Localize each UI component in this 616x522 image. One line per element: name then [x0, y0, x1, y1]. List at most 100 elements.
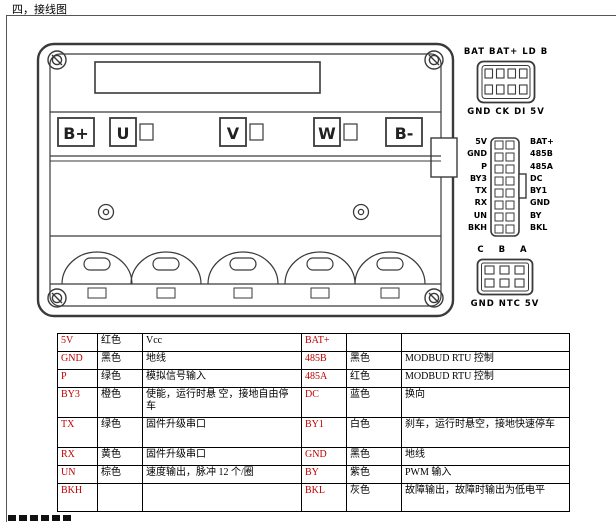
cell-description: 地线	[142, 351, 302, 370]
pin-label: BY1	[530, 186, 548, 196]
cell-wire-color: 红色	[97, 333, 143, 352]
pin-label: GND	[467, 149, 487, 159]
pin-label: BY3	[469, 173, 487, 183]
table-row: BKH BKL 灰色 故障输出，故障时输出为低电平	[57, 483, 570, 512]
screw-boss-icon	[97, 203, 370, 221]
cell-wire-color: 绿色	[97, 369, 143, 388]
cell-wire-color: 棕色	[97, 465, 143, 484]
hall-connector-bottom-label: GND NTC 5V	[470, 299, 540, 309]
side-connector-tab	[430, 137, 458, 178]
cell-signal: 485B	[301, 351, 347, 370]
signal-connector-icon	[490, 137, 527, 237]
table-row: BY3 橙色 使能，运行时悬 空，接地自由停车 DC 蓝色 换向	[57, 387, 570, 418]
cell-description: 地线	[401, 447, 570, 466]
cell-description: 模拟信号输入	[142, 369, 302, 388]
cell-wire-color	[346, 333, 402, 352]
cell-wire-color: 红色	[346, 369, 402, 388]
controller-drawing: B+ U V W B-	[36, 42, 458, 318]
cell-wire-color: 蓝色	[346, 387, 402, 418]
controller-outer-case	[36, 42, 455, 318]
cell-wire-color: 黑色	[97, 351, 143, 370]
cell-signal: BY1	[301, 417, 347, 448]
cell-signal: GND	[57, 351, 98, 370]
cell-description: MODBUD RTU 控制	[401, 351, 570, 370]
cell-wire-color	[97, 483, 143, 512]
screw-icon	[424, 288, 444, 308]
cell-signal: 5V	[57, 333, 98, 352]
pin-label: BAT+	[530, 137, 554, 146]
controller-inner-case	[49, 53, 442, 307]
table-row: TX 绿色 固件升级串口 BY1 白色 刹车，运行时悬空，接地快速停车	[57, 417, 570, 448]
table-row: 5V 红色 Vcc BAT+	[57, 333, 570, 352]
cell-description: MODBUD RTU 控制	[401, 369, 570, 388]
top-border-line	[6, 15, 616, 16]
screw-icon	[47, 288, 67, 308]
cell-description: 故障输出，故障时输出为低电平	[401, 483, 570, 512]
cell-signal: TX	[57, 417, 98, 448]
terminal-label-v: V	[227, 124, 240, 143]
cell-wire-color: 黑色	[346, 351, 402, 370]
pin-label: 485A	[530, 161, 553, 171]
cell-wire-color: 绿色	[97, 417, 143, 448]
cell-signal: BAT+	[301, 333, 347, 352]
table-row: P 绿色 模拟信号输入 485A 红色 MODBUD RTU 控制	[57, 369, 570, 388]
cell-description	[142, 483, 302, 512]
hall-connector-icon	[476, 258, 534, 296]
power-connector-bottom-label: GND CK DI 5V	[467, 107, 545, 117]
pin-label: TX	[475, 186, 487, 196]
pin-label: P	[481, 161, 487, 171]
cell-signal: GND	[301, 447, 347, 466]
power-connector-icon	[476, 60, 536, 104]
terminal-label-b-minus: B-	[395, 124, 414, 143]
screw-icon	[47, 50, 67, 70]
section-title: 四，接线图	[12, 4, 67, 16]
cell-signal: BKL	[301, 483, 347, 512]
clipped-text-fragment	[8, 515, 74, 521]
cell-signal: BY3	[57, 387, 98, 418]
cell-description: 固件升级串口	[142, 447, 302, 466]
cell-description: 刹车，运行时悬空，接地快速停车	[401, 417, 570, 448]
pin-label: GND	[530, 198, 550, 208]
cell-description: Vcc	[142, 333, 302, 352]
cell-signal: DC	[301, 387, 347, 418]
cell-description: 使能，运行时悬 空，接地自由停车	[142, 387, 302, 418]
pin-label: BKL	[530, 223, 548, 233]
cell-signal: BY	[301, 465, 347, 484]
left-border-line	[6, 15, 7, 522]
screw-icon	[424, 50, 444, 70]
cell-signal: 485A	[301, 369, 347, 388]
pin-label: UN	[473, 210, 487, 220]
pin-label: BY	[530, 210, 542, 220]
pin-description-table: 5V 红色 Vcc BAT+ GND 黑色 地线 485B 黑色 MODBUD …	[57, 333, 570, 512]
cell-signal: P	[57, 369, 98, 388]
cell-wire-color: 白色	[346, 417, 402, 448]
terminal-label-b-plus: B+	[63, 124, 89, 143]
label-window	[94, 61, 321, 94]
cell-wire-color: 橙色	[97, 387, 143, 418]
table-row: GND 黑色 地线 485B 黑色 MODBUD RTU 控制	[57, 351, 570, 370]
signal-connector-group: 5V GND P BY3 TX RX UN BKH	[457, 136, 570, 237]
mounting-feet	[61, 251, 426, 299]
cell-description: PWM 输入	[401, 465, 570, 484]
terminal-label-u: U	[117, 124, 130, 143]
hall-connector-group: C B A GND NTC 5V	[452, 244, 558, 310]
pin-label: RX	[474, 198, 487, 208]
cell-wire-color: 黑色	[346, 447, 402, 466]
terminal-blocks	[57, 117, 423, 147]
power-connector-top-label: BAT BAT+ LD B	[463, 47, 549, 57]
hall-connector-top-label: C B A	[477, 245, 533, 255]
pin-label: 485B	[530, 149, 553, 159]
pin-label: DC	[530, 173, 543, 183]
cell-wire-color: 紫色	[346, 465, 402, 484]
signal-pins-left: 5V GND P BY3 TX RX UN BKH	[457, 136, 487, 234]
cell-description: 速度输出，脉冲 12 个/圈	[142, 465, 302, 484]
power-connector-group: BAT BAT+ LD B GND CK DI 5V	[450, 46, 562, 118]
cell-description	[401, 333, 570, 352]
pin-label: BKH	[468, 223, 487, 233]
cell-description: 换向	[401, 387, 570, 418]
cell-wire-color: 黄色	[97, 447, 143, 466]
cell-description: 固件升级串口	[142, 417, 302, 448]
signal-pins-right: BAT+ 485B 485A DC BY1 GND BY BKL	[530, 136, 570, 234]
cell-signal: RX	[57, 447, 98, 466]
